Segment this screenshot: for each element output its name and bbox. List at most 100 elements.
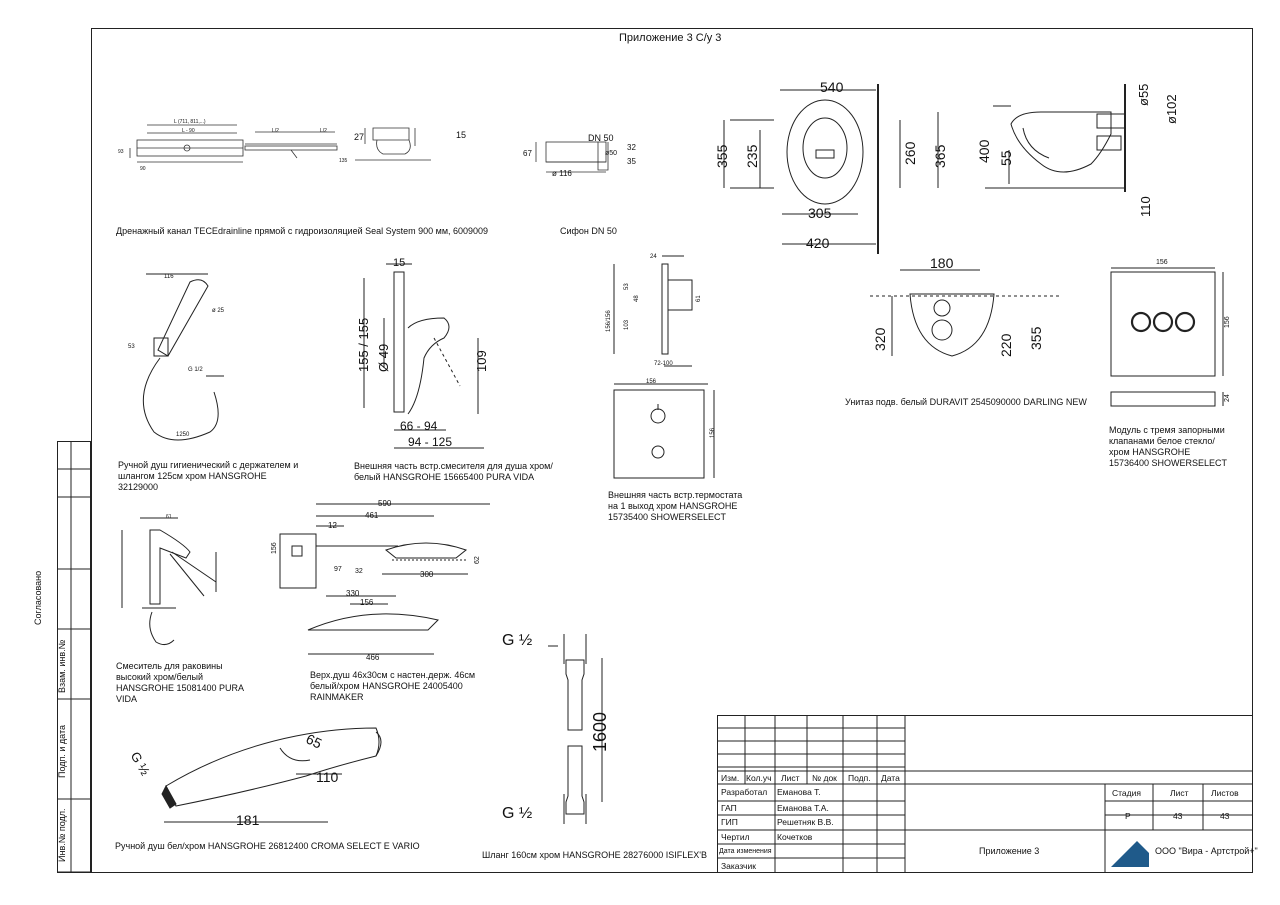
tb-head-sign: Подп. (848, 773, 871, 783)
toilet-front-180: 180 (930, 255, 954, 271)
thermo-103: 103 (624, 319, 630, 330)
basin-caption: Смеситель для раковины высокий хром/белы… (116, 661, 244, 704)
basin-dim: 61 (166, 514, 172, 520)
toilet-top-305: 305 (808, 205, 832, 221)
toilet-front-220: 220 (998, 333, 1014, 357)
drawing-frame (91, 28, 1253, 873)
toilet-side-drawing (985, 84, 1126, 192)
over-62: 62 (474, 556, 481, 564)
tb-role-3: Чертил (721, 832, 750, 842)
over-32: 32 (355, 568, 363, 575)
hose-g2: G ½ (502, 805, 533, 822)
module-156h: 156 (1224, 316, 1231, 328)
tb-stage: Р (1125, 811, 1131, 821)
toilet-top-260: 260 (902, 141, 918, 165)
toilet-side-d102: ø102 (1164, 94, 1179, 124)
toilet-side-400: 400 (976, 139, 992, 163)
tb-head-izm: Изм. (721, 773, 740, 783)
overhead-shower-drawing (279, 503, 490, 655)
thermo-156w: 156 (646, 379, 657, 385)
thermo-61: 61 (696, 295, 702, 302)
over-h156: 156 (271, 542, 278, 554)
toilet-top-355: 355 (714, 144, 730, 168)
tb-role-1: ГАП (721, 803, 737, 813)
title-block: Изм. Кол.уч Лист № док Подп. Дата Разраб… (717, 715, 1258, 873)
hygienic-shower-drawing (142, 273, 224, 441)
siphon-67: 67 (523, 149, 532, 158)
toilet-front-drawing (870, 269, 1060, 357)
tb-name-1: Еманова Т.А. (777, 803, 829, 813)
tb-company: ООО "Вира - Артстрой+" (1155, 846, 1258, 856)
over-590: 590 (378, 499, 392, 508)
tb-name-2: Решетняк В.В. (777, 817, 834, 827)
module-156w: 156 (1156, 259, 1168, 266)
basin-mixer-drawing (121, 517, 217, 646)
tb-name-3: Кочетков (777, 832, 813, 842)
mixer-6694: 66 - 94 (400, 419, 438, 433)
siphon-dn: DN 50 (588, 133, 614, 143)
tb-role-5: Заказчик (721, 861, 756, 871)
drain-dim-27: 27 (354, 132, 365, 142)
sign-date-label: Подп. и дата (57, 724, 67, 778)
hose-drawing (548, 634, 603, 824)
tb-head-date: Дата (881, 773, 900, 783)
agreed-label: Согласовано (33, 570, 43, 625)
over-466: 466 (366, 653, 380, 662)
drain-dim-93: 93 (118, 149, 124, 155)
over-97: 97 (334, 566, 342, 573)
drain-drawing (129, 124, 431, 163)
drain-dim-90: 90 (140, 166, 146, 172)
thermo-48: 48 (634, 295, 640, 302)
hyg-53: 53 (128, 344, 135, 350)
tb-head-doc: № док (812, 773, 837, 783)
mixer-155: 155 / 155 (356, 317, 371, 372)
siphon-35: 35 (627, 157, 636, 166)
siphon-caption: Сифон DN 50 (560, 226, 617, 236)
thermo-156: 156/156 (606, 310, 612, 332)
toilet-caption: Унитаз подв. белый DURAVIT 2545090000 DA… (845, 397, 1087, 407)
tb-role-4: Дата изменения (719, 848, 772, 855)
toilet-side-d55: ø55 (1136, 83, 1151, 106)
hose-1600: 1600 (590, 711, 610, 752)
tb-sheet-h: Лист (1170, 788, 1189, 798)
inv-replace-label: Взам. инв.№ (57, 639, 67, 693)
drain-dim-l90: L - 90 (182, 128, 195, 134)
tb-sheets-h: Листов (1211, 788, 1239, 798)
over-156: 156 (360, 598, 374, 607)
hand-110: 110 (316, 769, 339, 785)
toilet-top-235: 235 (744, 144, 760, 168)
tb-head-list: Лист (781, 773, 800, 783)
siphon-116: ø 116 (552, 169, 572, 178)
hygienic-caption: Ручной душ гигиенический с держателем и … (118, 460, 299, 492)
module-drawing (1110, 267, 1224, 407)
thermo-24: 24 (650, 254, 657, 260)
mixer-109: 109 (474, 350, 489, 372)
toilet-side-55: 55 (998, 150, 1014, 166)
side-stamp (57, 441, 91, 873)
hose-caption: Шланг 160см хром HANSGROHE 28276000 ISIF… (482, 850, 707, 860)
drain-dim-15: 15 (456, 130, 467, 140)
inv-orig-label: Инв.№ подл. (57, 808, 67, 862)
overhead-caption: Верх.душ 46х30см с настен.держ. 46см бел… (310, 670, 476, 702)
toilet-top-365: 365 (932, 144, 948, 168)
hose-g1: G ½ (502, 632, 533, 649)
thermo-156h: 156 (710, 427, 716, 438)
thermo-72100: 72-100 (654, 361, 673, 367)
drain-dim-135: 135 (339, 158, 348, 164)
toilet-top-540: 540 (820, 79, 844, 95)
thermo-53: 53 (624, 283, 630, 290)
drain-dim-l2b: L/2 (320, 128, 327, 134)
module-caption: Модуль с тремя запорными клапанами белое… (1109, 425, 1228, 468)
toilet-front-320: 320 (872, 327, 888, 351)
siphon-32: 32 (627, 143, 636, 152)
tb-doc-name: Приложение 3 (979, 846, 1040, 856)
drain-dim-l2a: L/2 (272, 128, 279, 134)
over-12: 12 (328, 521, 337, 530)
drain-dim-l: L (711, 811,...) (174, 119, 206, 125)
toilet-side-110: 110 (1138, 196, 1153, 217)
mixer-ext-caption: Внешняя часть встр.смесителя для душа хр… (354, 461, 553, 482)
hyg-25: ø 25 (212, 308, 225, 314)
thermostat-caption: Внешняя часть встр.термостата на 1 выход… (608, 490, 743, 522)
hand-shower-caption: Ручной душ бел/хром HANSGROHE 26812400 C… (115, 841, 420, 851)
mixer-ext-drawing (363, 263, 484, 449)
